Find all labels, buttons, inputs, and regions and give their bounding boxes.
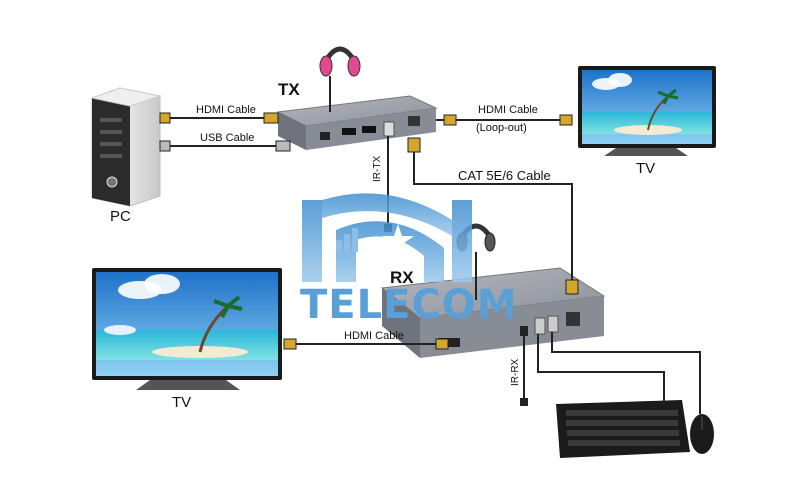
tx-extender-device [276, 95, 438, 150]
connectors [159, 112, 579, 406]
tv-top-right [578, 66, 716, 156]
hdmi-cable-loop-label: HDMI Cable [478, 104, 538, 116]
pc-tower [90, 87, 162, 207]
headphones-icon-tx [319, 46, 361, 77]
tv-top-label: TV [636, 160, 656, 177]
tv-left-label: TV [172, 394, 192, 411]
cat-cable [413, 140, 573, 288]
pc-label: PC [110, 208, 131, 225]
mouse [690, 414, 714, 454]
watermark-text: TELECOM [300, 282, 518, 328]
tv-bottom-left [92, 268, 282, 390]
usb-cable-label: USB Cable [200, 132, 255, 144]
ir-rx-label: IR-RX [510, 358, 521, 386]
tx-label: TX [278, 80, 300, 99]
cables [168, 76, 701, 414]
rx-label: RX [390, 268, 414, 287]
usb-cable-keyboard [537, 334, 665, 404]
hdmi-cable-rx-label: HDMI Cable [344, 330, 404, 342]
rx-extender-device [380, 267, 606, 358]
usb-cable-mouse [551, 332, 701, 414]
cat-cable-label: CAT 5E/6 Cable [458, 168, 551, 183]
keyboard [556, 400, 690, 458]
loop-out-label: (Loop-out) [476, 122, 527, 134]
watermark-logo [302, 193, 472, 282]
ir-tx-label: IR-TX [372, 155, 383, 182]
hdmi-cable-pc-label: HDMI Cable [196, 104, 256, 116]
